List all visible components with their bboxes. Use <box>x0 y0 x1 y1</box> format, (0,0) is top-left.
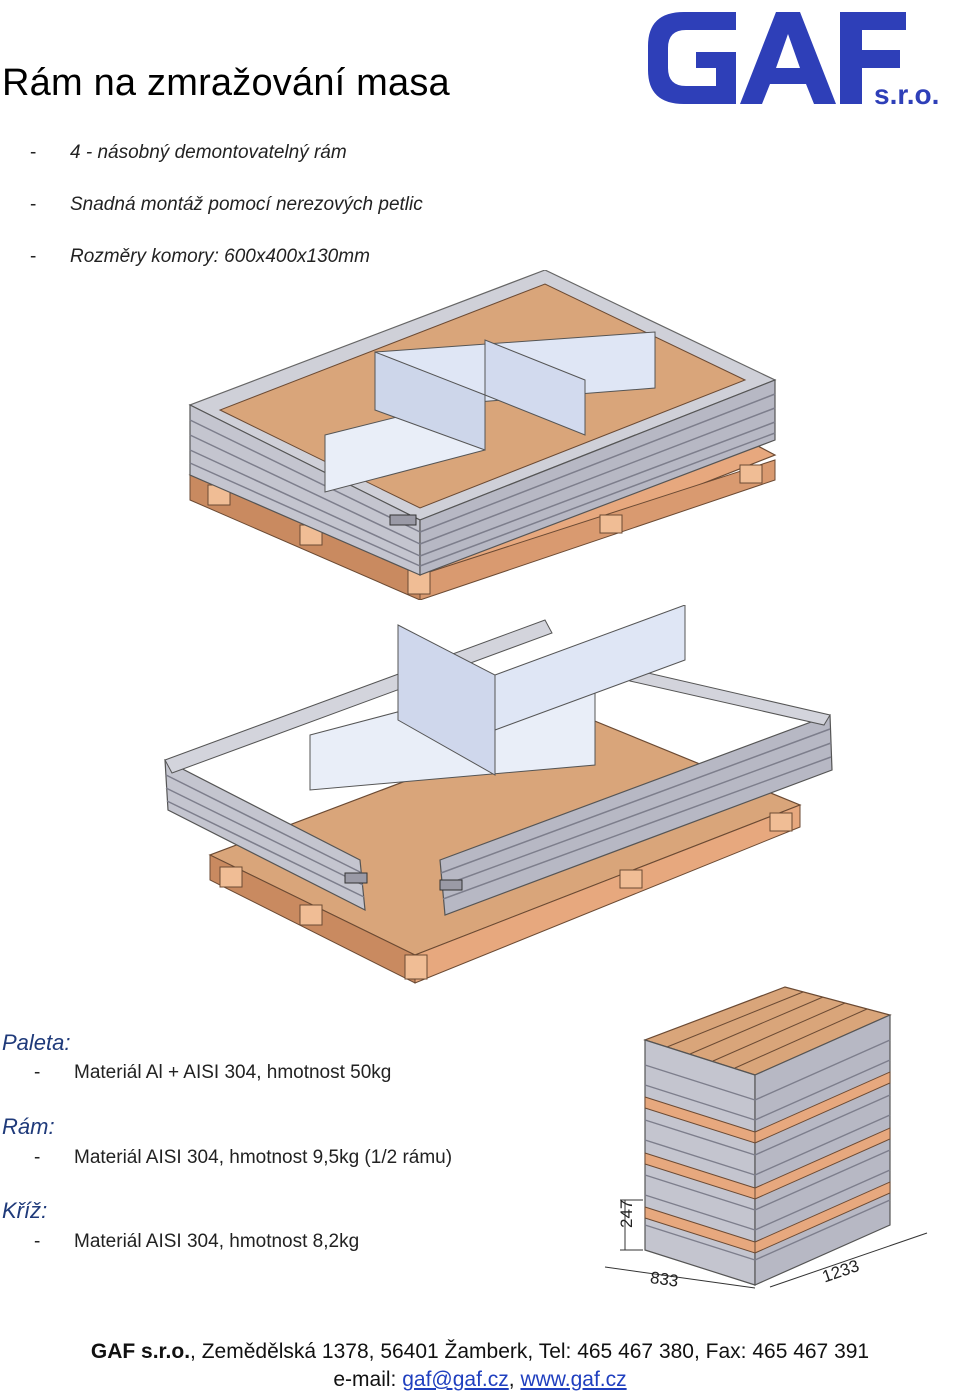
footer-contact: e-mail: gaf@gaf.cz, www.gaf.cz <box>333 1368 627 1391</box>
paleta-spec: -Materiál Al + AISI 304, hmotnost 50kg <box>34 1062 392 1083</box>
footer-address: GAF s.r.o., Zemědělská 1378, 56401 Žambe… <box>90 1340 870 1363</box>
dimension-height: 247 <box>617 1200 636 1228</box>
dimension-length: 1233 <box>820 1256 862 1286</box>
email-link[interactable]: gaf@gaf.cz <box>402 1368 509 1391</box>
feature-item: -4 - násobný demontovatelný rám <box>30 142 347 163</box>
dimension-width: 833 <box>649 1268 680 1290</box>
footer-company: GAF s.r.o. <box>90 1340 191 1363</box>
ram-heading: Rám: <box>2 1114 55 1139</box>
exploded-frame-drawing <box>164 605 833 984</box>
kriz-heading: Kříž: <box>2 1198 48 1223</box>
feature-item: -Rozměry komory: 600x400x130mm <box>30 246 370 267</box>
ram-spec: -Materiál AISI 304, hmotnost 9,5kg (1/2 … <box>34 1147 453 1168</box>
stacked-pallets-drawing: 247 833 1233 <box>604 986 928 1290</box>
feature-list: -4 - násobný demontovatelný rám -Snadná … <box>30 142 423 298</box>
page-title: Rám na zmražování masa <box>2 62 450 104</box>
feature-item: -Snadná montáž pomocí nerezových petlic <box>30 194 423 215</box>
website-link[interactable]: www.gaf.cz <box>520 1368 627 1391</box>
logo-suffix: s.r.o. <box>874 79 939 110</box>
gaf-logo: s.r.o. <box>648 12 939 110</box>
assembled-frame-drawing <box>188 270 777 600</box>
kriz-spec: -Materiál AISI 304, hmotnost 8,2kg <box>34 1231 360 1252</box>
paleta-heading: Paleta: <box>2 1030 71 1055</box>
